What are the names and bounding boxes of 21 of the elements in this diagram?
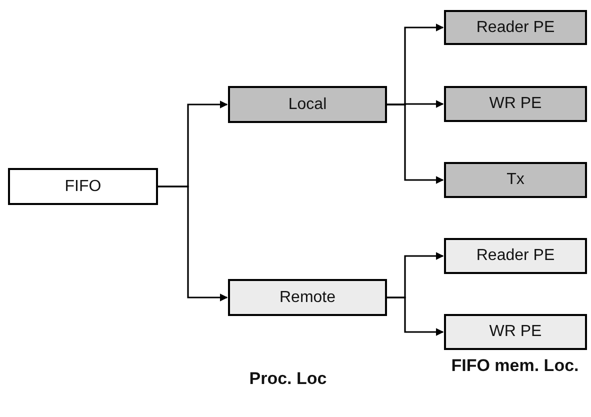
target-box (444, 162, 587, 198)
target-box (444, 10, 587, 45)
box-label: WR PE (489, 323, 542, 341)
column-heading: FIFO mem. Loc. (450, 355, 580, 377)
fifo-box (8, 168, 158, 205)
box-label: FIFO (64, 178, 102, 196)
box-label: Remote (279, 288, 336, 306)
box-label: WR PE (489, 95, 542, 113)
target-box (444, 314, 587, 350)
process-box (228, 86, 387, 123)
connector-arrow (158, 186, 228, 302)
column-heading: Proc. Loc (248, 368, 328, 390)
connector-arrow (387, 104, 444, 184)
target-box (444, 238, 587, 274)
box-label: Local (288, 96, 327, 114)
box-label: Tx (506, 171, 524, 189)
box-label: Reader PE (476, 247, 555, 265)
target-box (444, 86, 587, 122)
box-label: Reader PE (476, 18, 555, 36)
process-box (228, 279, 387, 316)
connector-arrow (387, 296, 444, 336)
